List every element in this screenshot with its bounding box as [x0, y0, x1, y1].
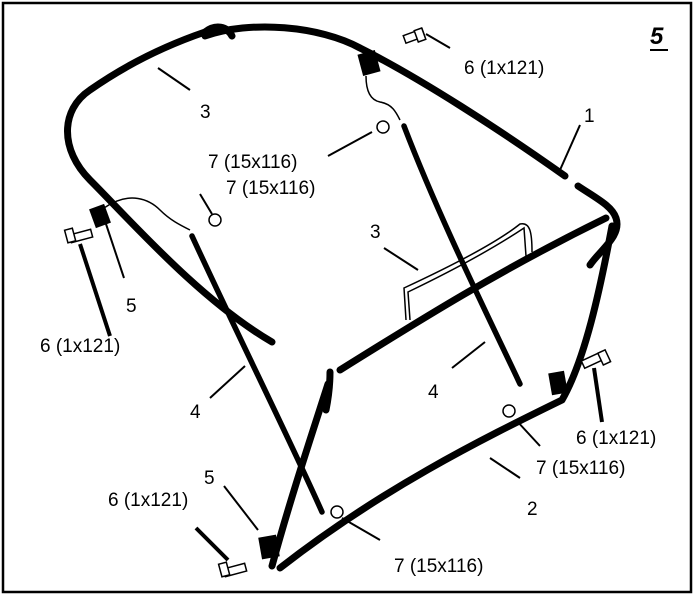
leader-part3-top	[157, 67, 191, 91]
leader-part1	[559, 124, 581, 171]
left-support-rod	[189, 233, 325, 515]
leader-part4-left	[209, 365, 246, 399]
top-tube-corner	[574, 182, 621, 269]
wire-clip-left	[103, 197, 191, 231]
nut-top	[376, 120, 390, 134]
bolt-top-right	[402, 27, 427, 45]
leader-bolt-bottom-left	[194, 526, 230, 562]
label-bolt-left: 6 (1x121)	[40, 336, 120, 357]
label-bolt-top-right: 6 (1x121)	[464, 58, 544, 79]
lower-frame-left	[268, 380, 332, 570]
leader-bolt-left	[78, 243, 112, 337]
leader-bolt-top-right	[425, 33, 451, 49]
label-bolt-bottom-left: 6 (1x121)	[108, 490, 188, 511]
nut-left	[208, 213, 222, 227]
top-tube-left	[64, 23, 276, 346]
label-nut-right: 7 (15x116)	[536, 458, 625, 479]
lower-frame-right	[276, 222, 616, 572]
leader-part4-right	[451, 341, 486, 369]
leader-nut-top	[327, 131, 373, 157]
bolt-right	[580, 348, 612, 370]
label-nut-left: 7 (15x116)	[226, 178, 315, 199]
plate-bottom	[258, 534, 280, 560]
tube-joint	[204, 30, 231, 39]
leader-part5-bottom	[223, 485, 259, 531]
leader-nut-bottom	[341, 517, 381, 541]
nut-right	[502, 404, 516, 418]
plate-left	[89, 203, 111, 229]
plate-top	[357, 50, 381, 76]
label-part3-top: 3	[200, 102, 211, 123]
front-tube	[336, 214, 610, 374]
right-support-rod	[401, 123, 523, 387]
leader-part5-left	[105, 223, 125, 279]
leader-part2	[489, 457, 521, 479]
label-nut-bottom: 7 (15x116)	[394, 556, 483, 577]
leader-nut-right	[515, 419, 541, 447]
top-tube-right	[201, 23, 569, 180]
label-part4-right: 4	[428, 382, 439, 403]
label-part1: 1	[584, 106, 595, 127]
bag-wire-bracket-inner	[407, 226, 527, 321]
bolt-left	[63, 227, 94, 244]
bag-wire-bracket	[403, 223, 533, 321]
label-part3-mid: 3	[370, 222, 381, 243]
plate-right	[548, 370, 568, 396]
label-part2: 2	[527, 499, 538, 520]
label-nut-top: 7 (15x116)	[208, 152, 297, 173]
leader-nut-left	[199, 193, 213, 215]
leader-bolt-right	[592, 367, 604, 423]
figure-number: 5	[650, 23, 664, 50]
bolt-bottom-left	[217, 561, 248, 578]
leader-part3-mid	[383, 247, 419, 271]
wire-clip-top	[365, 75, 401, 121]
label-part5-bottom: 5	[204, 468, 215, 489]
label-part4-left: 4	[190, 402, 201, 423]
label-bolt-right: 6 (1x121)	[576, 428, 656, 449]
nut-bottom	[330, 505, 344, 519]
label-part5-left: 5	[126, 296, 137, 317]
